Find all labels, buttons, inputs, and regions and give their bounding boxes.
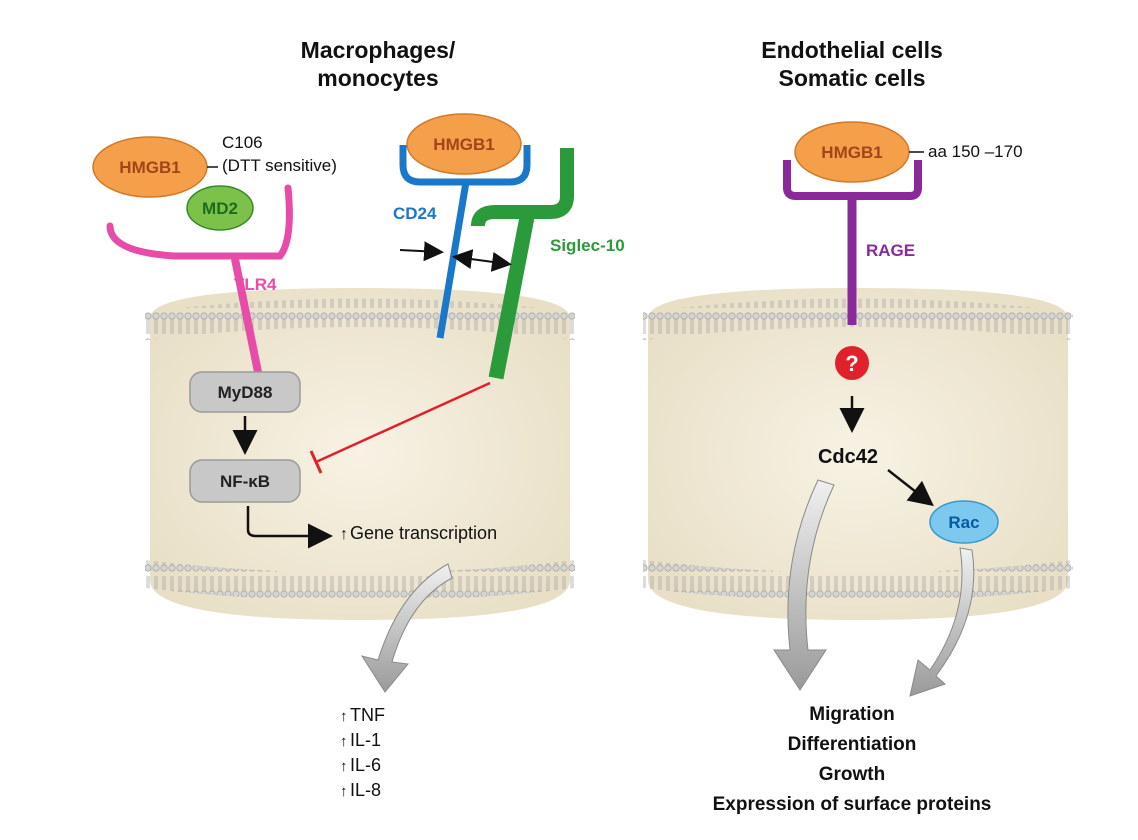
output-il6: IL-6 xyxy=(350,755,381,775)
myd88-label: MyD88 xyxy=(218,383,273,402)
siglec-receptor xyxy=(471,148,574,227)
unknown-node xyxy=(835,346,869,380)
hmgb1-mid-label: HMGB1 xyxy=(433,135,494,154)
nfkb-label: NF-κB xyxy=(220,472,270,491)
right-outputs: Migration Differentiation Growth Express… xyxy=(713,704,992,815)
siglec-label: Siglec-10 xyxy=(550,236,625,255)
rac-label: Rac xyxy=(948,513,979,532)
left-title-line2: monocytes xyxy=(317,65,438,91)
hmgb1-left-label: HMGB1 xyxy=(119,158,180,177)
right-title-line2: Somatic cells xyxy=(778,65,925,91)
output-il1: IL-1 xyxy=(350,730,381,750)
nfkb-to-gene-arrow xyxy=(246,506,333,549)
hmgb1-right-label: HMGB1 xyxy=(821,143,882,162)
nfkb-node xyxy=(189,459,301,503)
aa-label: aa 150 –170 xyxy=(928,142,1023,161)
up-arrow-icon: ↑ xyxy=(340,708,348,725)
left-output-arrow xyxy=(360,563,453,693)
cd24-siglec-double-arrow xyxy=(452,249,512,272)
right-membrane-top xyxy=(643,298,1073,340)
md2-node xyxy=(186,185,254,231)
gene-transcription-label: Gene transcription xyxy=(350,523,497,543)
cdc42-output-arrow xyxy=(773,479,835,691)
left-outputs: ↑ TNF ↑ IL-1 ↑ IL-6 ↑ IL-8 xyxy=(340,705,385,800)
rac-node xyxy=(929,500,999,544)
rage-label: RAGE xyxy=(866,241,915,260)
output-migration: Migration xyxy=(809,704,895,725)
cdc42-label: Cdc42 xyxy=(818,446,878,468)
output-surface-proteins: Expression of surface proteins xyxy=(713,794,992,815)
dtt-label: (DTT sensitive) xyxy=(222,156,337,175)
unknown-label: ? xyxy=(845,351,858,376)
cd24-label: CD24 xyxy=(393,204,437,223)
right-title-line1: Endothelial cells xyxy=(761,37,943,63)
myd88-node xyxy=(189,371,301,413)
tlr4-receptor xyxy=(106,184,293,260)
cdc42-to-rac-arrow xyxy=(887,469,934,507)
siglec-inhibition-line xyxy=(315,381,491,464)
up-arrow-icon: ↑ xyxy=(340,783,348,800)
left-title-line1: Macrophages/ xyxy=(301,37,456,63)
tlr4-stem xyxy=(231,258,262,373)
up-arrow-icon: ↑ xyxy=(340,733,348,750)
inhibition-bar xyxy=(309,450,323,474)
output-tnf: TNF xyxy=(350,705,385,725)
output-differentiation: Differentiation xyxy=(788,734,917,755)
gene-up-arrow-icon: ↑ xyxy=(340,526,348,543)
md2-label: MD2 xyxy=(202,199,238,218)
hmgb1-mid-node xyxy=(406,113,522,175)
cd24-interaction-arrow xyxy=(399,241,444,262)
rac-output-arrow xyxy=(909,547,975,697)
siglec-stem xyxy=(488,210,536,380)
up-arrow-icon: ↑ xyxy=(340,758,348,775)
left-membrane-bottom xyxy=(145,560,575,601)
output-il8: IL-8 xyxy=(350,780,381,800)
tlr4-label: TLR4 xyxy=(234,275,277,294)
output-growth: Growth xyxy=(819,764,886,785)
c106-label: C106 xyxy=(222,133,263,152)
